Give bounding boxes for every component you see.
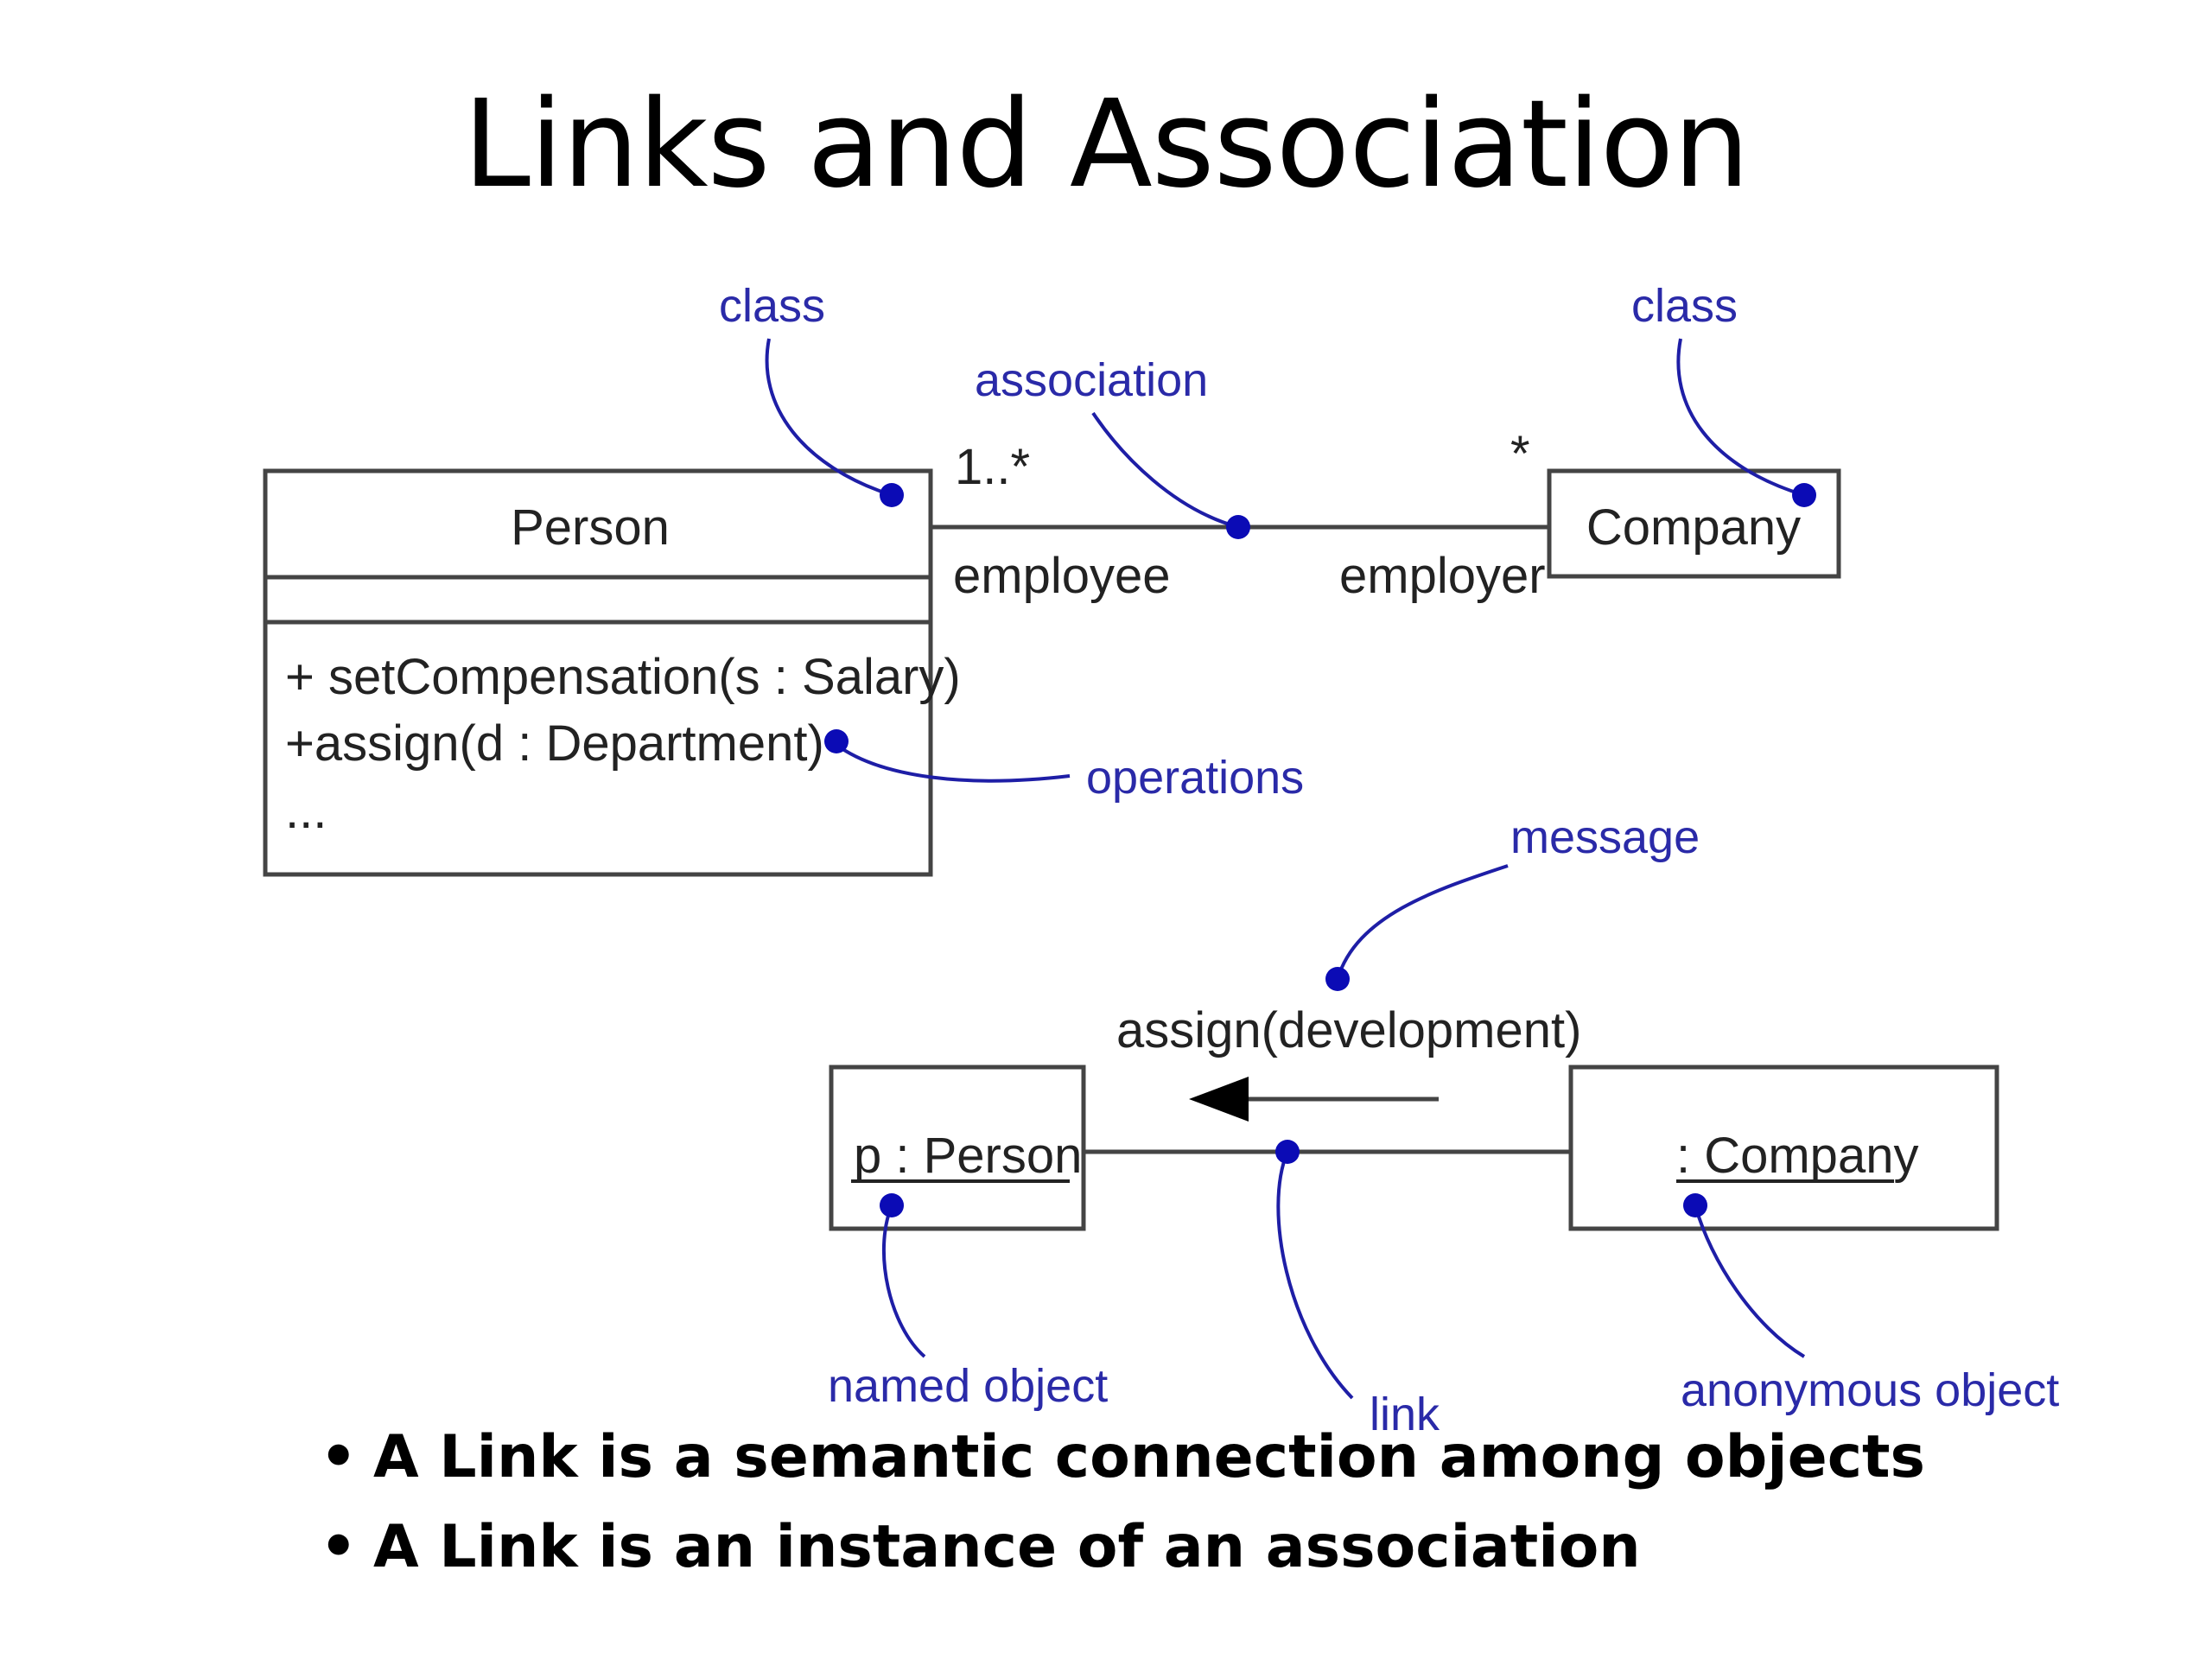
annotation-anonymous-object: anonymous object [1681,1364,2059,1416]
annotation-message: message [1510,811,1700,863]
class-left-anchor-dot [880,483,904,507]
operations-anchor-dot [824,729,849,753]
left-role-employee: employee [953,548,1170,604]
anonymous-object-leader [1694,1205,1806,1358]
annotation-link: link [1370,1389,1440,1440]
operation-ellipsis: ... [285,783,327,839]
link-anchor-dot [1275,1140,1300,1164]
bullet-list: •A Link is a semantic connection among o… [320,1413,1925,1592]
operation-set-compensation: + setCompensation(s : Salary) [285,649,961,705]
association-anchor-dot [1226,515,1250,539]
person-class-box [263,468,933,877]
bullet-text: A Link is a semantic connection among ob… [373,1423,1926,1491]
message-label: assign(development) [1116,1002,1581,1058]
operations-leader [835,743,1071,783]
bullet-item: •A Link is a semantic connection among o… [320,1413,1925,1503]
annotation-named-object: named object [828,1360,1108,1412]
right-role-employer: employer [1339,548,1546,604]
person-class-name: Person [511,499,670,556]
bullet-item: •A Link is an instance of an association [320,1503,1925,1592]
annotation-class-left: class [719,280,825,332]
anonymous-object-anchor-dot [1683,1193,1707,1217]
annotation-operations: operations [1086,752,1304,804]
association-leader [1091,411,1239,529]
bullet-text: A Link is an instance of an association [373,1513,1641,1581]
link-leader [1276,1151,1354,1400]
class-left-leader [765,338,893,497]
annotation-association: association [975,354,1208,406]
page-title: Links and Association [462,74,1750,215]
named-object-label: p : Person [854,1128,1082,1184]
message-leader [1336,864,1509,980]
class-right-leader [1676,338,1805,497]
named-object-anchor-dot [880,1193,904,1217]
named-object-leader [881,1205,926,1358]
right-multiplicity: * [1510,426,1530,482]
bullet-dot-icon: • [320,1513,358,1581]
message-anchor-dot [1325,967,1350,991]
named-object-box [829,1065,1086,1231]
anonymous-object-label: : Company [1676,1128,1918,1184]
company-class-name: Company [1586,499,1801,556]
company-class-box [1547,468,1841,579]
left-multiplicity: 1..* [955,439,1030,495]
anonymous-object-box [1568,1065,1999,1231]
annotation-class-right: class [1631,280,1738,332]
operation-assign: +assign(d : Department) [285,715,824,772]
message-arrowhead-icon [1189,1077,1249,1122]
class-right-anchor-dot [1792,483,1816,507]
bullet-dot-icon: • [320,1423,358,1491]
